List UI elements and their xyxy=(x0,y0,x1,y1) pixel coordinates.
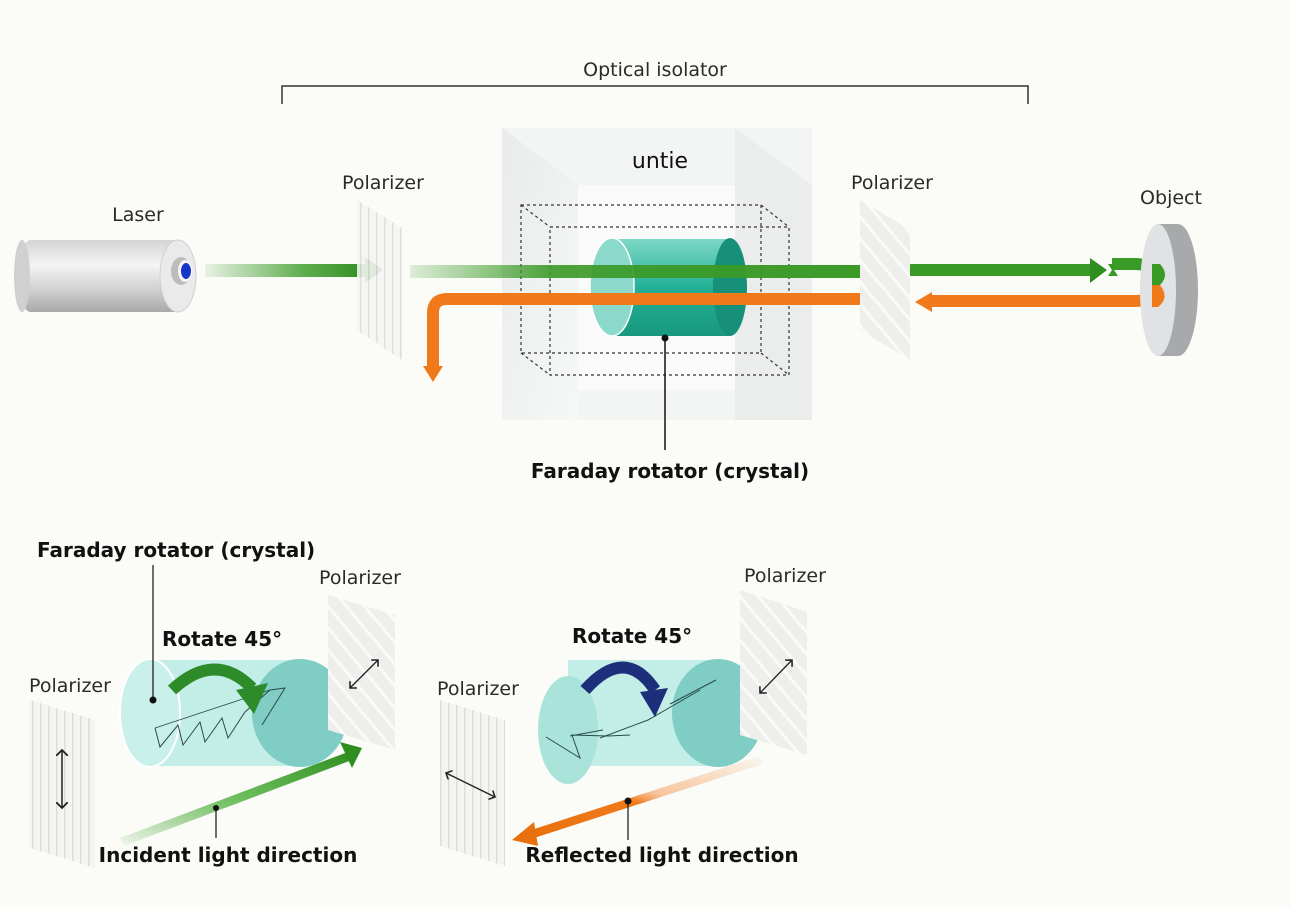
laser-aperture-icon xyxy=(181,263,191,279)
polarizer-reflected-left xyxy=(440,700,505,866)
object-mirror xyxy=(1140,224,1198,356)
rotate-label-reflected: Rotate 45° xyxy=(572,624,692,648)
incident-beam-segment-2 xyxy=(410,265,885,278)
reflected-beam-return xyxy=(915,284,1162,312)
object-label: Object xyxy=(1140,187,1202,209)
polarizer-input-label: Polarizer xyxy=(342,172,424,194)
polarizer-incident-right-label: Polarizer xyxy=(319,567,401,589)
polarizer-incident-right xyxy=(328,595,395,750)
enclosure-label: untie xyxy=(632,149,688,174)
isolator-bracket xyxy=(281,85,1029,104)
horizontal-polarization-icon xyxy=(446,773,495,797)
reflected-panel: Polarizer Rotate 45° Polarizer Reflected… xyxy=(437,565,826,867)
incident-beam-segment-1 xyxy=(205,257,383,283)
rotate-arrow-reflected-icon xyxy=(580,661,668,717)
rotator-label-top: Faraday rotator (crystal) xyxy=(531,459,809,483)
laser-label: Laser xyxy=(112,204,164,226)
diagonal-polarization-icon-2 xyxy=(760,660,792,693)
faraday-crystal-incident xyxy=(119,658,348,768)
polarizer-incident-left-label: Polarizer xyxy=(29,675,111,697)
polarizer-input xyxy=(357,200,402,360)
polarizer-reflected-right xyxy=(740,590,807,755)
polarizer-reflected-right-label: Polarizer xyxy=(744,565,826,587)
incident-panel: Polarizer Rotate 45° Faraday rotator (cr… xyxy=(29,538,401,868)
polarizer-incident-left xyxy=(30,700,95,868)
faraday-crystal-top xyxy=(589,237,747,337)
reflected-direction-arrow xyxy=(512,756,763,846)
rotator-leader-line xyxy=(661,334,669,450)
polarizer-output xyxy=(860,200,910,360)
polarizer-reflected-left-label: Polarizer xyxy=(437,678,519,700)
rotator-label-bottom: Faraday rotator (crystal) xyxy=(37,538,315,562)
optical-isolator-label: Optical isolator xyxy=(583,59,727,81)
polarizer-output-label: Polarizer xyxy=(851,172,933,194)
rotate-label-incident: Rotate 45° xyxy=(162,627,282,651)
diagonal-polarization-icon xyxy=(350,660,378,688)
laser xyxy=(14,239,197,313)
rotate-arrow-incident-icon xyxy=(167,663,268,714)
incident-beam-segment-3 xyxy=(910,258,1162,286)
reflected-direction-label: Reflected light direction xyxy=(525,843,798,867)
incident-direction-label: Incident light direction xyxy=(99,843,358,867)
incident-direction-arrow xyxy=(120,742,362,846)
